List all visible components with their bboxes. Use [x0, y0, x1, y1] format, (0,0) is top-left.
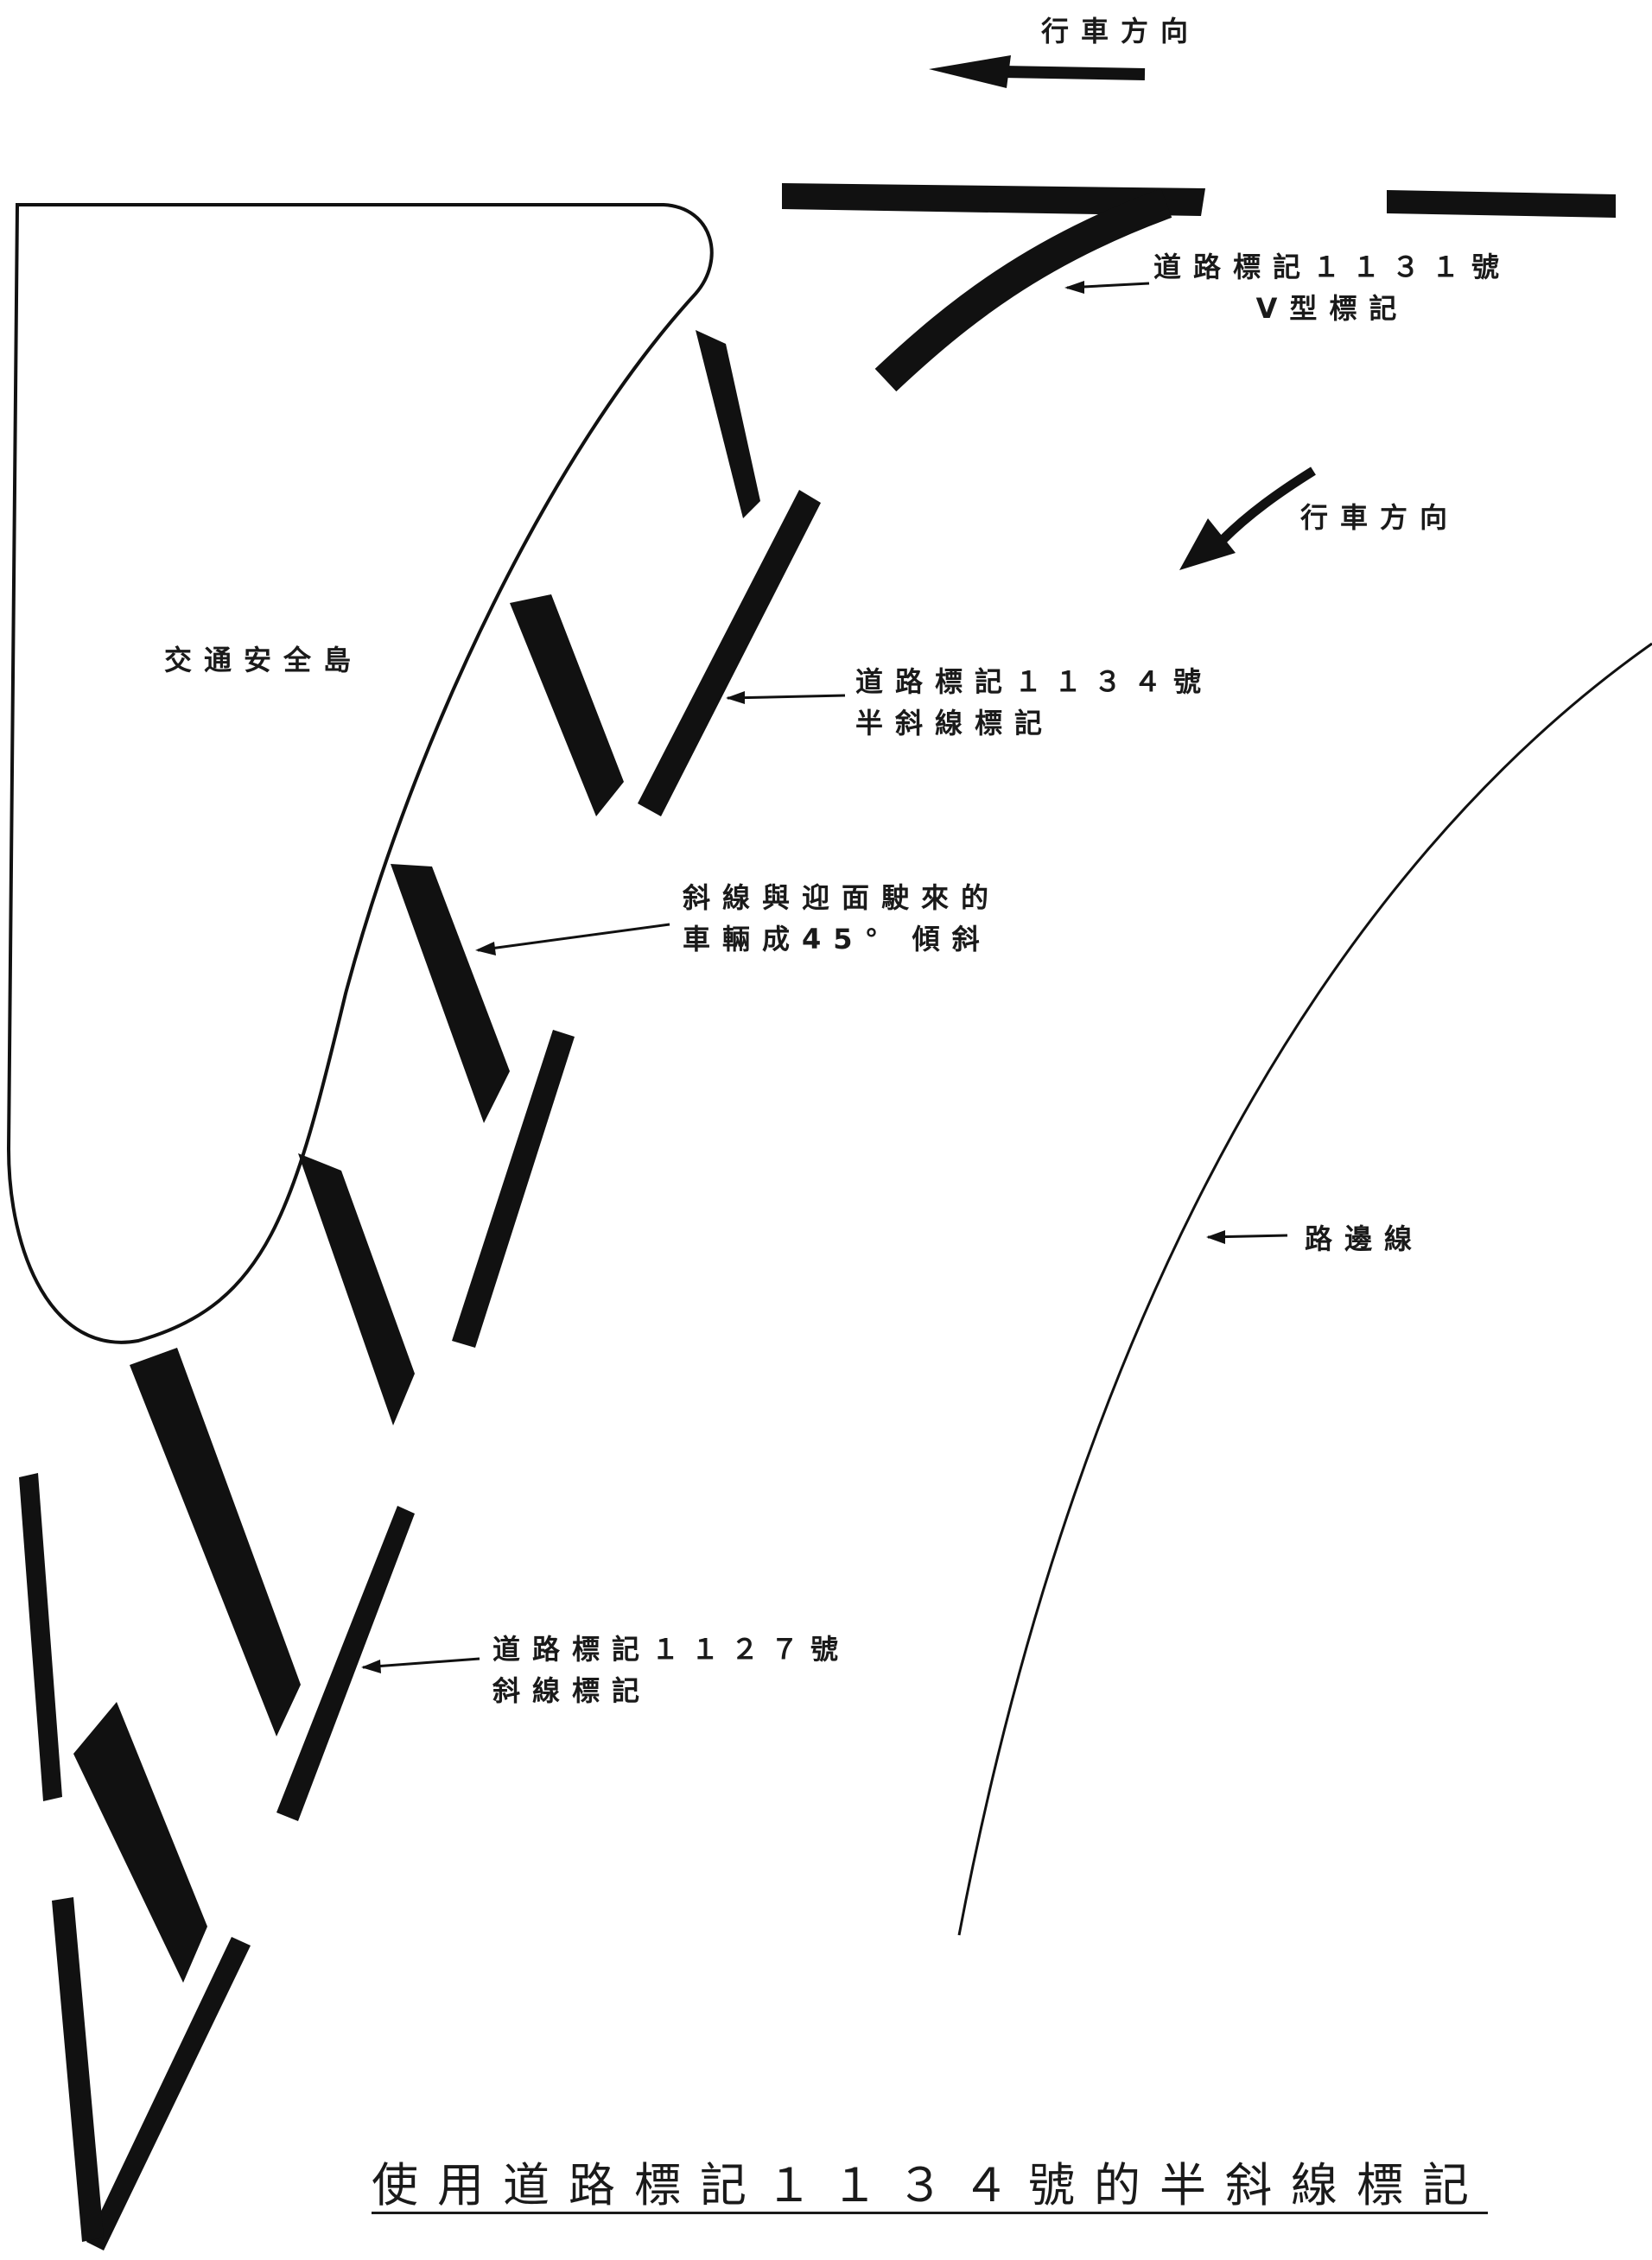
- arrow-left-icon: [929, 55, 1011, 88]
- diagram-caption: 使用道路標記１１３４號的半斜線標記: [372, 2158, 1488, 2212]
- leader-angle-note: [477, 923, 670, 952]
- half-diagonal-stripe: [638, 490, 821, 816]
- arrow-down-left-icon: [1179, 518, 1236, 570]
- diagonal-marking-label: 道路標記１１２７號 斜線標記: [492, 1633, 851, 1707]
- v-marking-top-bar: [782, 183, 1205, 216]
- leader-half-diagonal: [727, 694, 846, 700]
- leader-half-diagonal-tip: [726, 691, 745, 704]
- diagonal-stripe: [130, 1348, 301, 1736]
- direction-label-top: 行車方向: [1041, 15, 1201, 48]
- direction-arrow-top-shaft: [1001, 66, 1146, 80]
- leader-diagonal-marking: [362, 1657, 480, 1669]
- road-edge-line: [957, 642, 1652, 1936]
- direction-label-mid: 行車方向: [1300, 501, 1460, 534]
- angle-note-label: 斜線與迎面駛來的 車輛成45° 傾斜: [683, 881, 1001, 955]
- road-edge-label: 路邊線: [1305, 1222, 1425, 1255]
- v-marking-label: 道路標記１１３１號 V型標記: [1153, 251, 1512, 325]
- v-marking-diagonal: [874, 188, 1172, 392]
- leader-v-marking-tip: [1064, 281, 1084, 294]
- edge-stripe: [52, 1897, 104, 2242]
- half-diagonal-stripe: [86, 1937, 251, 2250]
- half-diagonal-stripe: [452, 1030, 575, 1348]
- leader-road-edge-tip: [1206, 1230, 1225, 1244]
- edge-stripe: [19, 1473, 62, 1801]
- diagonal-stripe: [696, 330, 760, 518]
- traffic-island-outline: [6, 203, 714, 1344]
- diagonal-stripe: [391, 864, 510, 1123]
- half-diagonal-stripe: [276, 1506, 415, 1821]
- diagonal-stripe: [510, 594, 624, 816]
- leader-diagonal-marking-tip: [361, 1660, 381, 1673]
- diagonal-stripe: [298, 1153, 415, 1425]
- v-marking-right-bar: [1387, 190, 1616, 218]
- half-diagonal-label: 道路標記１１３４號 半斜線標記: [855, 665, 1214, 740]
- island-label: 交通安全島: [164, 644, 364, 676]
- diagonal-stripe: [73, 1702, 207, 1983]
- direction-arrow-mid-shaft: [1219, 467, 1316, 543]
- leader-angle-note-tip: [475, 942, 496, 955]
